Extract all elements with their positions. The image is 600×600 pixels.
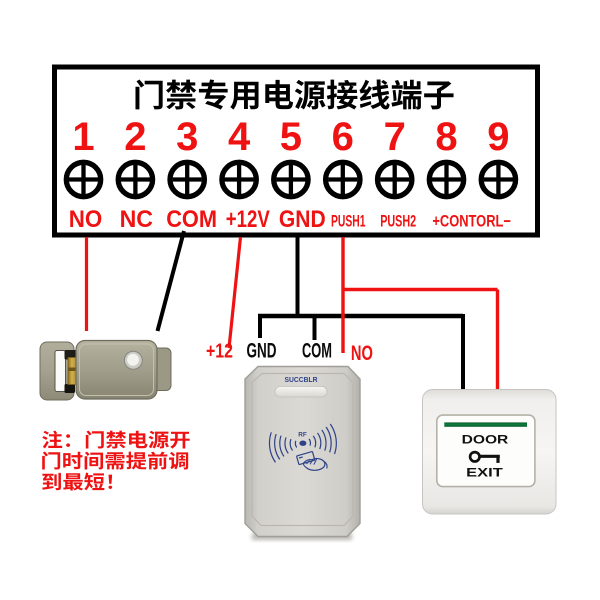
svg-text:7: 7	[384, 115, 406, 159]
svg-text:NO: NO	[69, 206, 103, 233]
svg-text:2: 2	[124, 115, 146, 159]
svg-text:COM: COM	[166, 206, 217, 233]
svg-text:+12V: +12V	[226, 206, 270, 233]
svg-text:NC: NC	[120, 206, 153, 233]
svg-text:3: 3	[176, 115, 198, 159]
svg-text:EXIT: EXIT	[466, 467, 503, 480]
svg-text:1: 1	[72, 115, 94, 159]
svg-text:4: 4	[228, 115, 251, 159]
svg-text:+12: +12	[206, 340, 233, 363]
svg-text:6: 6	[332, 115, 354, 159]
svg-text:GND: GND	[279, 206, 326, 233]
svg-text:NO: NO	[351, 342, 373, 365]
svg-text:PUSH1: PUSH1	[331, 212, 366, 230]
svg-text:DOOR: DOOR	[462, 434, 510, 447]
svg-text:9: 9	[487, 115, 509, 159]
svg-text:8: 8	[435, 115, 457, 159]
svg-text:COM: COM	[302, 339, 332, 363]
svg-text:PUSH2: PUSH2	[380, 212, 416, 230]
svg-text:RF: RF	[298, 432, 307, 439]
svg-text:5: 5	[280, 115, 302, 159]
svg-text:SUCCBLR: SUCCBLR	[285, 377, 318, 384]
svg-text:+CONTORL−: +CONTORL−	[432, 212, 511, 230]
svg-text:GND: GND	[247, 339, 277, 363]
